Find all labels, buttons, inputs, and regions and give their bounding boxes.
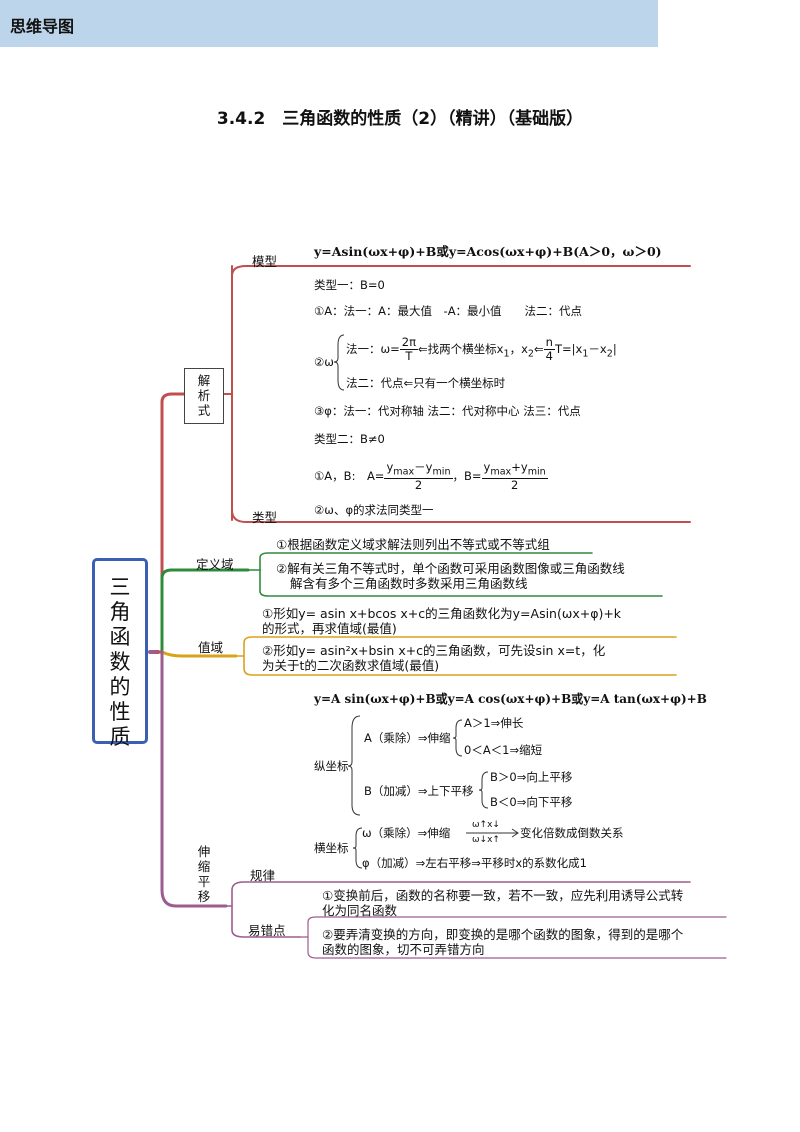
branch-dingyiyu-label: 定义域 [196, 557, 234, 572]
a-case-1: A＞1⇒伸长 [464, 716, 524, 730]
label-char: 式 [197, 403, 211, 418]
phi-op: φ（加减）⇒左右平移⇒平移时x的系数化成1 [362, 856, 587, 870]
frac-den: 4 [545, 349, 553, 363]
subscript: 1 [582, 348, 589, 360]
text: 法一：ω= [346, 342, 400, 356]
label-char: 伸 [197, 844, 211, 859]
frac-den: 2 [510, 478, 519, 493]
heng-label: 横坐标 [314, 841, 349, 855]
subscript: max [393, 466, 415, 478]
type1-header: 类型一：B=0 [314, 278, 385, 292]
type2-header: 类型二：B≠0 [314, 432, 385, 446]
error-item-2-line2: 函数的图象，切不可弄错方向 [322, 942, 485, 957]
shensuo-formula: y=A sin(ωx+φ)+B或y=A cos(ωx+φ)+B或y=A tan(… [314, 692, 707, 706]
label-char: 平 [197, 874, 211, 889]
type1-a-line: ①A：法一：A：最大值 -A：最小值 法二：代点 [314, 304, 583, 318]
branch-zhiyu-label: 值域 [198, 640, 224, 655]
zong-label: 纵坐标 [314, 759, 349, 773]
subscript: 2 [606, 348, 613, 360]
subscript: min [527, 466, 546, 478]
text: －y [414, 460, 433, 474]
model-formula: y=Asin(ωx+φ)+B或y=Acos(ωx+φ)+B(A＞0，ω＞0) [314, 244, 662, 259]
rule-label: 规律 [250, 868, 276, 883]
branch-shensuo-label: 伸 缩 平 移 [196, 844, 212, 904]
frac-den: T [405, 349, 413, 363]
label-char: 移 [197, 889, 211, 904]
type1-phi-line: ③φ：法一：代对称轴 法二：代对称中心 法三：代点 [314, 404, 581, 418]
root-char: 数 [109, 650, 131, 674]
type1-omega-prefix: ②ω [314, 355, 334, 369]
zhiyu-item-2-line2: 为关于t的二次函数求值域(最值) [262, 658, 440, 673]
text: ⇐ [534, 342, 544, 356]
type2-omega-phi: ②ω、φ的求法同类型一 [314, 503, 434, 517]
text: －x [588, 342, 607, 356]
subscript: 2 [527, 348, 534, 360]
text: y [483, 460, 491, 474]
root-char: 函 [109, 625, 131, 649]
dingyiyu-item-2-line2: 解含有多个三角函数时多数采用三角函数线 [290, 576, 528, 591]
branch-jiexishi-label: 解 析 式 [184, 368, 224, 424]
label-char: 解 [197, 373, 211, 388]
zhiyu-item-1-line2: 的形式，再求值域(最值) [262, 621, 397, 636]
root-char: 性 [109, 700, 131, 724]
label-char: 缩 [197, 859, 211, 874]
section-banner: 思维导图 [0, 0, 658, 47]
a-case-2: 0＜A＜1⇒缩短 [464, 743, 543, 757]
banner-label: 思维导图 [10, 17, 75, 36]
root-node: 三 角 函 数 的 性 质 [92, 558, 148, 749]
w-result: 变化倍数成倒数关系 [520, 826, 624, 840]
frac-num: n [543, 336, 555, 350]
text: ，x [509, 342, 528, 356]
text: +y [511, 460, 528, 474]
w-op: ω（乘除）⇒伸缩 [362, 826, 451, 840]
text: y [386, 460, 394, 474]
subscript: min [432, 466, 451, 478]
type1-omega-method2: 法二：代点⇐只有一个横坐标时 [346, 376, 506, 390]
error-label: 易错点 [248, 923, 286, 938]
text: T=|x [554, 342, 583, 356]
subscript: 1 [503, 348, 510, 360]
b-op: B（加减）⇒上下平移 [364, 784, 474, 798]
frac-num: ymax+ymin [481, 460, 548, 480]
frac-num: 2π [399, 335, 419, 350]
b-case-1: B＞0⇒向上平移 [490, 770, 573, 784]
text: ⇐找两个横坐标x [418, 342, 504, 356]
root-char: 的 [109, 675, 131, 699]
b-case-2: B＜0⇒向下平移 [490, 795, 573, 809]
root-char: 角 [109, 600, 131, 624]
zhiyu-item-1-line1: ①形如y= asin x+bcos x+c的三角函数化为y=Asin(ωx+φ)… [262, 606, 622, 621]
zhiyu-item-2-line1: ②形如y= asin²x+bsin x+c的三角函数，可先设sin x=t，化 [262, 643, 606, 658]
text: | [612, 342, 617, 356]
subscript: max [490, 466, 512, 478]
page-title: 3.4.2 三角函数的性质（2）（精讲）（基础版） [216, 109, 584, 129]
frac-den: 2 [414, 478, 423, 493]
w-arrow-top: ω↑x↓ [472, 820, 500, 830]
dingyiyu-item-2-line1: ②解有关三角不等式时，单个函数可采用函数图像或三角函数线 [276, 561, 625, 576]
error-item-2-line1: ②要弄清变换的方向，即变换的是哪个函数的图象，得到的是哪个 [322, 927, 684, 942]
error-item-1-line2: 化为同名函数 [322, 903, 398, 918]
root-char: 质 [109, 725, 131, 749]
dingyiyu-item-1: ①根据函数定义域求解法则列出不等式或不等式组 [276, 537, 550, 552]
w-arrow-bottom: ω↓x↑ [472, 835, 500, 845]
model-label: 模型 [252, 254, 278, 269]
type-label: 类型 [252, 510, 278, 525]
text: ①A，B: A= [314, 469, 385, 484]
error-item-1-line1: ①变换前后，函数的名称要一致，若不一致，应先利用诱导公式转 [322, 888, 684, 903]
root-char: 三 [109, 575, 131, 599]
text: ，B= [452, 469, 482, 484]
label-char: 析 [197, 388, 211, 403]
a-op: A（乘除）⇒伸缩 [364, 731, 451, 745]
frac-num: ymax－ymin [384, 460, 453, 480]
